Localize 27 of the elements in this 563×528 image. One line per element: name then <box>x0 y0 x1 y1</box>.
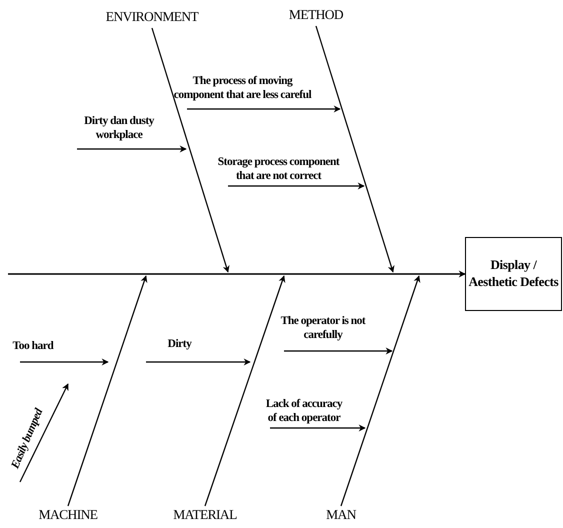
arrow <box>340 275 420 506</box>
arrow <box>284 348 393 354</box>
arrow <box>187 106 341 112</box>
arrow <box>77 146 187 152</box>
category-label: MACHINE <box>28 506 108 526</box>
arrow <box>20 358 109 366</box>
category-label: MAN <box>316 506 366 526</box>
arrow <box>151 28 230 273</box>
arrow <box>204 275 286 506</box>
cause-label: Dirty dan dusty workplace <box>77 115 161 147</box>
arrow <box>146 358 251 366</box>
cause-label: Storage process component that are not correct <box>216 156 341 184</box>
category-label: MATERIAL <box>163 506 247 526</box>
arrow <box>270 424 366 432</box>
cause-label: The operator is not carefully <box>276 315 370 349</box>
cause-label: The process of moving component that are less careful <box>169 75 316 107</box>
arrow <box>19 383 69 482</box>
effect-box: Display / Aesthetic Defects <box>465 237 562 311</box>
category-label: METHOD <box>280 6 352 26</box>
cause-label: Too hard <box>8 340 58 360</box>
arrow <box>228 182 365 190</box>
arrow <box>315 26 394 273</box>
arrow <box>8 270 466 278</box>
arrow <box>67 275 148 506</box>
cause-label: Dirty <box>139 338 220 360</box>
cause-label: Lack of accuracy of each operator <box>264 398 344 426</box>
category-label: ENVIRONMENT <box>100 8 204 28</box>
